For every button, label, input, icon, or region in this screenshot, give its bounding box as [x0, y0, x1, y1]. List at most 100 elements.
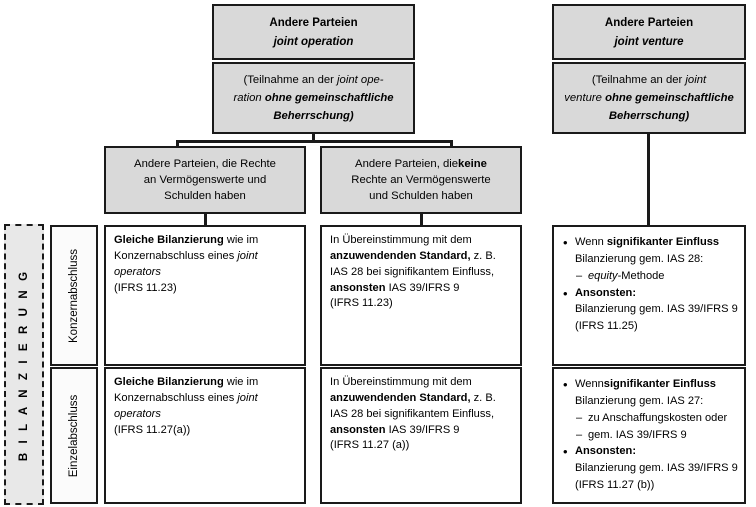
er-l2b: joint [237, 391, 258, 404]
subheader-rights-line1: Andere Parteien, die Rechte [134, 157, 276, 170]
kn-l2a: anzuwendenden Standard, [330, 249, 471, 262]
row-label-konzernabschluss: Konzernabschluss [50, 225, 98, 366]
cell-konzern-joint-venture: Wenn signifikanter Einfluss Bilanzierung… [552, 225, 746, 366]
er-l1a: Gleiche Bilanzierung [114, 376, 224, 388]
kjv-sub1b: -Methode [617, 269, 665, 282]
list-item: equity-Methode [562, 269, 738, 285]
en-l1: In Übereinstimmung mit dem [330, 376, 472, 388]
note-box-joint-operation: (Teilnahme an der joint ope- ration ohne… [212, 62, 415, 134]
kr-l2b: joint [237, 249, 258, 262]
er-l3: operators [114, 407, 161, 420]
header-subtitle-joint-venture: joint venture [614, 35, 684, 48]
header-title-joint-venture: Andere Parteien [604, 16, 694, 29]
connector-trunk-vertical [312, 134, 315, 143]
header-box-joint-venture: Andere Parteien joint venture [552, 4, 746, 60]
subheader-norights-line1a: Andere Parteien, die [355, 157, 459, 170]
kjv-b2l2: Bilanzierung gem. IAS 39/IFRS 9 [575, 303, 738, 316]
connector-jv-to-cell [647, 134, 650, 225]
kn-l3: IAS 28 bei signifikantem Einfluss, [330, 265, 495, 278]
sidebar-group-label: B I L A N Z I E R U N G [18, 268, 30, 461]
subheader-norights-line1b: keine [458, 157, 487, 170]
row-label-einzelabschluss-text: Einzelabschluss [68, 394, 80, 477]
cell-einzel-jv-list: Wennsignifikanter Einfluss Bilanzierung … [562, 376, 738, 494]
subheader-rights-line3: Schulden haben [164, 190, 246, 203]
sidebar-group-bilanzierung: B I L A N Z I E R U N G [4, 224, 44, 505]
list-item: Bilanzierung gem. IAS 39/IFRS 9 [562, 302, 738, 318]
note-jv-line2a: venture [564, 91, 606, 104]
er-l1b: wie im [223, 376, 259, 388]
note-jv-line3: Beherrschung) [608, 110, 690, 123]
ejv-b2l3: (IFRS 11.27 (b)) [575, 479, 655, 492]
kjv-b1a: Wenn [575, 236, 607, 248]
subheader-norights-line2: Rechte an Vermögenswerte [351, 173, 491, 186]
ejv-b2: Ansonsten: [575, 445, 637, 458]
connector-norights-to-cell [420, 214, 423, 225]
kn-l4b: IAS 39/IFRS 9 [385, 281, 460, 294]
en-l4a: ansonsten [330, 423, 386, 436]
kjv-b2: Ansonsten: [575, 286, 637, 299]
header-subtitle-joint-operation: joint operation [273, 35, 354, 48]
kjv-b2l3: (IFRS 11.25) [575, 320, 638, 333]
row-label-einzelabschluss: Einzelabschluss [50, 367, 98, 504]
note-jo-line1a: (Teilnahme an der [243, 73, 338, 86]
kjv-b1b: signifikanter Einfluss [606, 236, 720, 248]
cell-konzern-no-rights: In Übereinstimmung mit dem anzuwendenden… [320, 225, 522, 366]
note-jv-line1a: (Teilnahme an der [591, 73, 686, 86]
er-l4: (IFRS 11.27(a)) [114, 423, 191, 436]
cell-einzel-no-rights-text: In Übereinstimmung mit dem anzuwendenden… [322, 369, 520, 460]
connector-rights-to-cell [204, 214, 207, 225]
kr-l4: (IFRS 11.23) [114, 281, 177, 294]
kjv-sub1a: equity [588, 269, 618, 282]
connector-horizontal-split [176, 140, 453, 143]
note-box-joint-venture: (Teilnahme an der joint venture ohne gem… [552, 62, 746, 134]
kr-l3: operators [114, 265, 161, 278]
ejv-b1b: signifikanter Einfluss [603, 378, 716, 390]
subheader-norights-line3: und Schulden haben [369, 190, 473, 203]
list-item: Bilanzierung gem. IAS 27: [562, 394, 738, 410]
en-l2b: z. B. [470, 391, 496, 404]
list-item: zu Anschaffungskosten oder [562, 411, 738, 427]
kr-l2a: Konzernabschluss eines [114, 249, 238, 262]
kr-l1a: Gleiche Bilanzierung [114, 234, 224, 246]
cell-konzern-with-rights-text: Gleiche Bilanzierung wie im Konzernabsch… [106, 227, 304, 302]
en-l4b: IAS 39/IFRS 9 [385, 423, 460, 436]
note-jo-line1b: joint ope- [337, 73, 384, 86]
cell-einzel-with-rights-text: Gleiche Bilanzierung wie im Konzernabsch… [106, 369, 304, 444]
list-item: Bilanzierung gem. IAS 39/IFRS 9 [562, 461, 738, 477]
cell-konzern-jv-list: Wenn signifikanter Einfluss Bilanzierung… [562, 234, 738, 335]
ejv-sub2: gem. IAS 39/IFRS 9 [588, 428, 687, 441]
kn-l1: In Übereinstimmung mit dem [330, 234, 472, 246]
list-item: (IFRS 11.27 (b)) [562, 478, 738, 494]
cell-einzel-joint-venture: Wennsignifikanter Einfluss Bilanzierung … [552, 367, 746, 504]
ejv-sub1: zu Anschaffungskosten oder [588, 411, 728, 424]
list-item: Ansonsten: [562, 443, 738, 461]
subheader-rights-line2: an Vermögenswerte und [143, 173, 267, 186]
header-box-joint-operation: Andere Parteien joint operation [212, 4, 415, 60]
note-jv-line1b: joint [685, 73, 707, 86]
en-l2a: anzuwendenden Standard, [330, 391, 471, 404]
note-jo-line2b: ohne gemeinschaftliche [264, 91, 394, 104]
en-l5: (IFRS 11.27 (a)) [330, 439, 410, 452]
list-item: (IFRS 11.25) [562, 319, 738, 335]
kjv-b1l2: Bilanzierung gem. IAS 28: [575, 252, 704, 265]
ejv-b1a: Wenn [575, 378, 604, 390]
connector-branch-right [450, 140, 453, 148]
header-title-joint-operation: Andere Parteien [269, 16, 358, 29]
note-jo-line3: Beherrschung) [273, 110, 354, 123]
kn-l2b: z. B. [470, 249, 496, 262]
list-item: Bilanzierung gem. IAS 28: [562, 252, 738, 268]
list-item: Wenn signifikanter Einfluss [562, 234, 738, 252]
note-jv-line2b: ohne gemeinschaftliche [605, 91, 734, 104]
list-item: Wennsignifikanter Einfluss [562, 376, 738, 394]
cell-einzel-jv-text: Wennsignifikanter Einfluss Bilanzierung … [554, 369, 744, 501]
cell-einzel-no-rights: In Übereinstimmung mit dem anzuwendenden… [320, 367, 522, 504]
connector-branch-left [176, 140, 179, 148]
ejv-b2l2: Bilanzierung gem. IAS 39/IFRS 9 [575, 462, 738, 475]
row-label-konzernabschluss-text: Konzernabschluss [68, 248, 81, 343]
cell-konzern-jv-text: Wenn signifikanter Einfluss Bilanzierung… [554, 227, 744, 342]
kn-l5: (IFRS 11.23) [330, 297, 393, 310]
subheader-box-no-rights: Andere Parteien, diekeine Rechte an Verm… [320, 146, 522, 214]
ejv-b1l2: Bilanzierung gem. IAS 27: [575, 394, 704, 407]
cell-einzel-with-rights: Gleiche Bilanzierung wie im Konzernabsch… [104, 367, 306, 504]
